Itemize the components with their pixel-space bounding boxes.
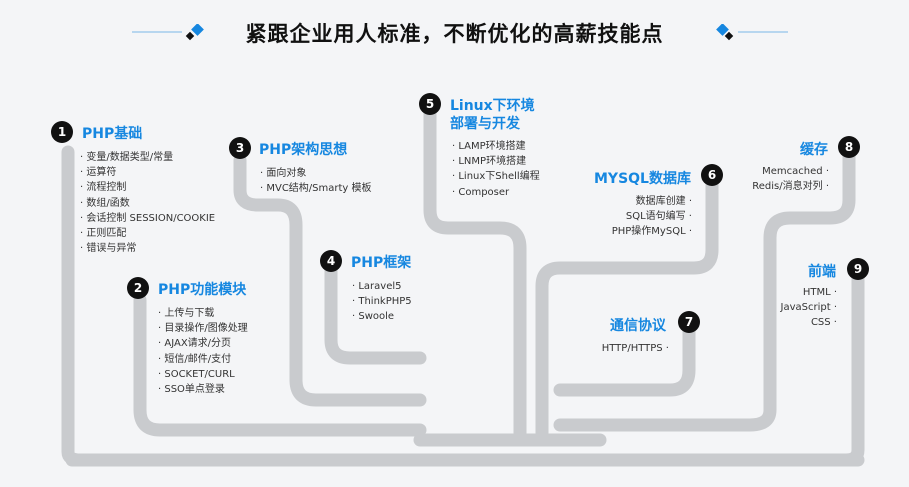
node-title-mysql: MYSQL数据库 — [594, 171, 691, 187]
branch-8 — [553, 143, 856, 432]
list-item: SQL语句编写 · — [625, 211, 692, 223]
node-items-php-modules: · 上传与下载 · 目录操作/图像处理 · AJAX请求/分页 · 短信/邮件/… — [158, 306, 248, 397]
node-items-php-basics: · 变量/数据类型/常量 · 运算符 · 流程控制 · 数组/函数 · 会话控制… — [80, 150, 215, 256]
branch-7 — [553, 323, 696, 397]
list-item: · 短信/邮件/支付 — [158, 353, 232, 365]
list-item: · ThinkPHP5 — [352, 296, 412, 308]
badge-5: 5 — [419, 93, 441, 115]
branch-9 — [839, 268, 865, 467]
node-title-php-modules: PHP功能模块 — [158, 282, 247, 298]
node-items-php-architecture: · 面向对象 · MVC结构/Smarty 模板 — [260, 166, 372, 196]
node-title-php-framework: PHP框架 — [351, 255, 412, 271]
node-title-linux-line1: Linux下环境 — [450, 98, 535, 114]
branch-5 — [423, 105, 527, 447]
node-items-php-framework: · Laravel5 · ThinkPHP5 · Swoole — [352, 279, 412, 325]
node-title-protocol: 通信协议 — [610, 318, 666, 334]
node-title-linux-line2: 部署与开发 — [450, 116, 520, 132]
diamond-left-icon — [185, 24, 204, 41]
header-line-left — [132, 31, 182, 33]
node-title-frontend: 前端 — [808, 264, 836, 280]
list-item: · 错误与异常 — [80, 243, 137, 255]
list-item: · 上传与下载 — [158, 308, 215, 319]
branch-1 — [61, 145, 87, 467]
list-item: · 变量/数据类型/常量 — [80, 152, 174, 163]
branch-3 — [233, 153, 427, 407]
list-item: · SOCKET/CURL — [158, 368, 235, 380]
branch-6 — [535, 178, 719, 447]
list-item: · Swoole — [352, 311, 395, 323]
badge-8: 8 — [838, 136, 860, 158]
list-item: · 面向对象 — [260, 168, 307, 179]
node-items-protocol: HTTP/HTTPS · — [602, 341, 669, 356]
list-item: · 运算符 — [80, 167, 117, 179]
list-item: 数据库创建 · — [635, 196, 692, 207]
list-item: · 流程控制 — [80, 182, 127, 194]
node-items-mysql: 数据库创建 · SQL语句编写 · PHP操作MySQL · — [612, 194, 692, 240]
node-title-php-architecture: PHP架构思想 — [259, 142, 348, 158]
badge-3: 3 — [229, 137, 251, 159]
list-item: · MVC结构/Smarty 模板 — [260, 183, 372, 195]
badge-7: 7 — [678, 311, 700, 333]
header-line-right — [738, 31, 788, 33]
node-items-linux: · LAMP环境搭建 · LNMP环境搭建 · Linux下Shell编程 · … — [452, 139, 540, 200]
node-title-php-basics: PHP基础 — [82, 126, 143, 142]
list-item: · Linux下Shell编程 — [452, 171, 540, 183]
list-item: · 目录操作/图像处理 — [158, 323, 248, 335]
list-item: Redis/消息对列 · — [752, 181, 829, 193]
list-item: · Composer — [452, 186, 510, 198]
list-item: · LNMP环境搭建 — [452, 156, 527, 168]
branch-2 — [133, 293, 427, 437]
list-item: · AJAX请求/分页 — [158, 338, 232, 350]
list-item: JavaScript · — [780, 302, 837, 314]
list-item: HTML · — [802, 287, 837, 298]
diamond-right-icon — [716, 24, 734, 41]
badge-1: 1 — [51, 121, 73, 143]
badge-2: 2 — [127, 277, 149, 299]
list-item: · 会话控制 SESSION/COOKIE — [80, 212, 216, 224]
badge-9: 9 — [847, 258, 869, 280]
node-items-cache: Memcached · Redis/消息对列 · — [752, 164, 829, 194]
list-item: · LAMP环境搭建 — [452, 141, 526, 152]
branch-4 — [324, 263, 427, 365]
node-title-cache: 缓存 — [800, 142, 828, 158]
badge-4: 4 — [320, 250, 342, 272]
list-item: · 数组/函数 — [80, 197, 130, 209]
list-item: Memcached · — [762, 166, 829, 177]
list-item: · 正则匹配 — [80, 228, 127, 240]
page-title: 紧跟企业用人标准，不断优化的高薪技能点 — [245, 22, 664, 46]
node-items-frontend: HTML · JavaScript · CSS · — [781, 285, 837, 331]
list-item: CSS · — [810, 317, 837, 329]
list-item: · SSO单点登录 — [158, 384, 225, 396]
badge-6: 6 — [701, 164, 723, 186]
list-item: · Laravel5 — [352, 281, 402, 292]
list-item: HTTP/HTTPS · — [601, 343, 669, 354]
list-item: PHP操作MySQL · — [611, 226, 692, 238]
